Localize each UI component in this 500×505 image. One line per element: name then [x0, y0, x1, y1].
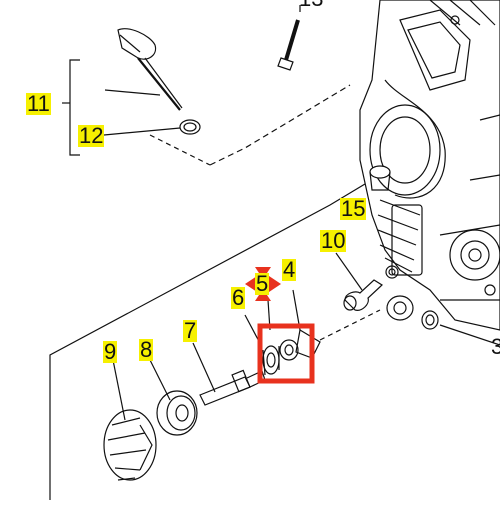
- fitting-part: [335, 252, 399, 311]
- callout-15[interactable]: 15: [340, 196, 367, 221]
- seal-assembly: [244, 289, 321, 376]
- filler-cap: [369, 165, 391, 191]
- callout-8[interactable]: 8: [139, 337, 154, 362]
- leader-dashed: [149, 134, 211, 166]
- callout-3[interactable]: 3: [491, 334, 500, 359]
- callout-5[interactable]: 5: [255, 271, 270, 296]
- dipstick-part: [104, 28, 183, 111]
- callout-11[interactable]: 11: [26, 91, 51, 116]
- callout-13[interactable]: 13: [298, 0, 324, 10]
- oring-part: [179, 119, 201, 135]
- cover-parts: [386, 295, 500, 346]
- bracket-11: [69, 59, 80, 156]
- callout-6[interactable]: 6: [231, 285, 246, 310]
- callout-10[interactable]: 10: [320, 228, 347, 253]
- selection-box: [257, 323, 315, 384]
- engine-casing: [359, 0, 500, 331]
- frame-outline: [49, 174, 395, 500]
- callout-9[interactable]: 9: [103, 339, 118, 364]
- frame-top-edge: [209, 84, 351, 166]
- callout-12[interactable]: 12: [78, 123, 105, 148]
- bolt-part: [277, 5, 301, 71]
- impeller-part: [103, 359, 157, 481]
- callout-4[interactable]: 4: [282, 257, 297, 282]
- callout-7[interactable]: 7: [183, 318, 198, 343]
- shaft-part: [192, 342, 266, 406]
- pulley-part: [149, 359, 198, 436]
- leader-dashed-right: [319, 309, 381, 341]
